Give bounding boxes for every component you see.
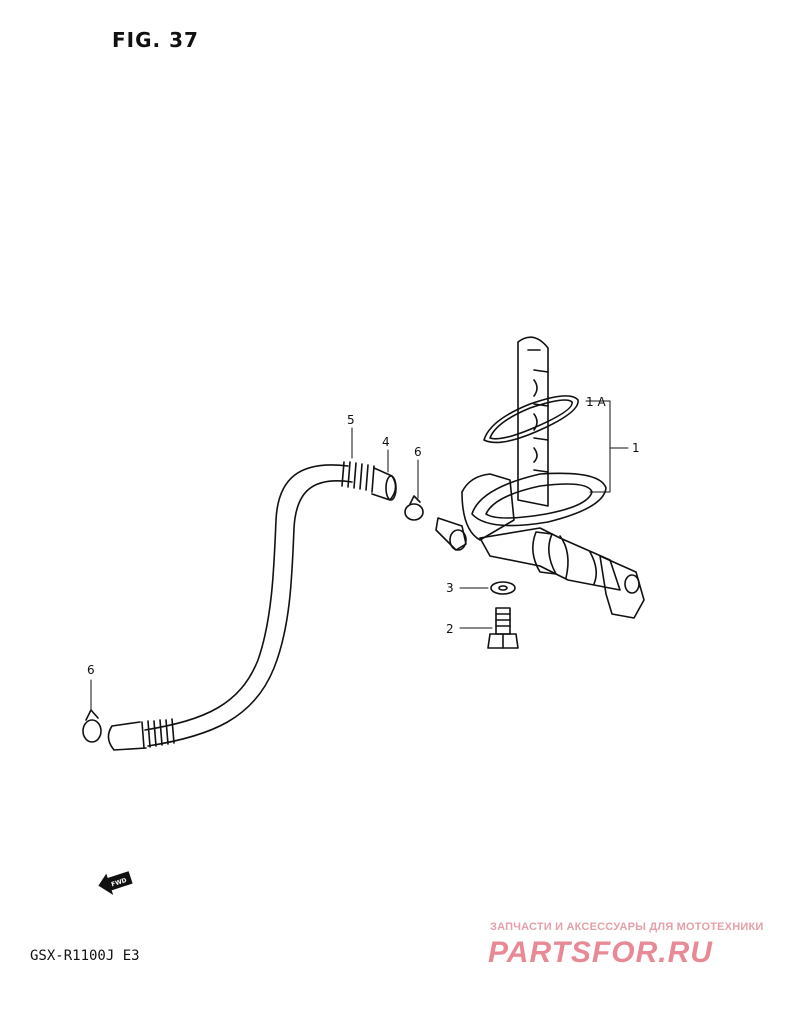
fuel-cock [435,336,645,619]
clip-lower [82,709,102,743]
fuel-hose [107,461,375,751]
bolt [487,607,519,649]
callout-6-lower: 6 [87,663,95,677]
forward-arrow-icon: FWD [98,871,133,895]
figure-title: FIG. 37 [112,28,199,52]
hose-fitting [371,467,397,501]
callout-2: 2 [446,622,454,636]
callout-3: 3 [446,581,454,595]
fwd-badge-label: FWD [111,877,128,889]
watermark-tagline: ЗАПЧАСТИ И АКСЕССУАРЫ ДЛЯ МОТОТЕХНИКИ [490,921,764,933]
o-ring [483,395,579,444]
callout-1a: 1 A [586,395,606,409]
washer [490,581,516,595]
callout-5: 5 [347,413,355,427]
callout-6-upper: 6 [414,445,422,459]
clip-upper [404,495,424,521]
hose-ribs-right [341,461,375,493]
leader-lines [90,400,629,711]
hose-ribs-left [141,718,175,749]
callout-1: 1 [632,441,640,455]
model-code: GSX-R1100J E3 [30,948,140,964]
watermark-brand: PARTSFOR.RU [488,936,713,969]
callout-4: 4 [382,435,390,449]
